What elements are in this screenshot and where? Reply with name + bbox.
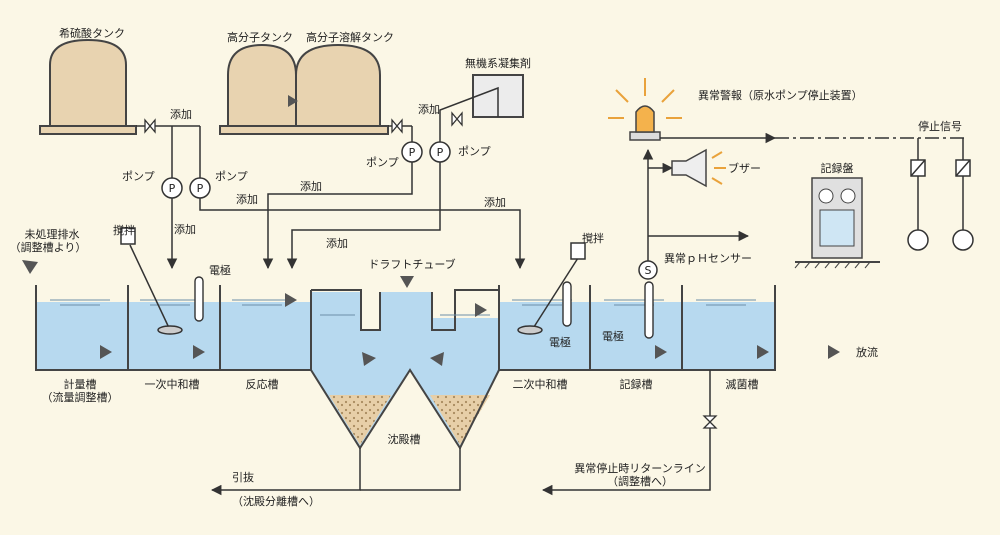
metering-tank-label-1: 計量槽 [63, 378, 97, 391]
ph-sensor-label: 異常ｐＨセンサー [664, 252, 752, 265]
pump-symbol-4: P [436, 146, 444, 159]
ph-sensor-icon [638, 260, 658, 280]
electrode-label-2: 電極 [549, 336, 571, 349]
add-label-5: 添加 [484, 196, 506, 209]
buzzer-label: ブザー [728, 162, 761, 175]
add-label-3: 添加 [300, 180, 322, 193]
pump-label-2: ポンプ [215, 170, 248, 183]
stop-signal-label: 停止信号 [918, 120, 962, 133]
recorder-label: 記録盤 [820, 162, 854, 175]
untreated-water-label-1: 未処理排水 [24, 228, 80, 241]
stirrer-label-2: 撹拌 [582, 232, 604, 245]
return-valve [702, 415, 718, 429]
pump-symbol-3: P [408, 146, 416, 159]
buzzer-icon [671, 148, 726, 188]
sensor-symbol: S [644, 264, 652, 277]
alarm-lamp-icon [608, 78, 682, 141]
control-lines [642, 132, 965, 262]
withdraw-label: 引抜 [232, 471, 254, 484]
electrode-label-1: 電極 [209, 264, 231, 277]
add-label-6: 添加 [174, 223, 196, 236]
return-line-label-2: （調整槽へ） [607, 475, 673, 488]
electrode-label-3: 電極 [602, 330, 624, 343]
untreated-water-label-2: （調整槽より） [9, 241, 87, 254]
metering-tank-label-2: （流量調整槽） [41, 391, 119, 404]
draft-tube-label: ドラフトチューブ [368, 258, 456, 271]
add-label-2: 添加 [418, 103, 440, 116]
sedimentation-tank-label: 沈殿槽 [387, 433, 421, 446]
pump-label-3: ポンプ [366, 156, 399, 169]
reaction-tank-label: 反応槽 [245, 378, 279, 391]
valves [144, 111, 463, 134]
inorganic-coagulant-label: 無機系凝集剤 [465, 57, 531, 70]
sulfuric-acid-tank [39, 38, 137, 135]
sterilization-tank-label: 滅菌槽 [725, 378, 759, 391]
polymer-dissolve-tank-label: 高分子溶解タンク [306, 31, 394, 44]
polymer-tanks [219, 43, 389, 135]
pump-icons [161, 141, 451, 199]
alarm-label: 異常警報（原水ポンプ停止装置） [698, 89, 863, 102]
return-line-label-1: 異常停止時リターンライン [574, 462, 706, 475]
sulfuric-acid-tank-label: 希硫酸タンク [59, 27, 125, 40]
add-label-7: 添加 [326, 237, 348, 250]
pump-label-4: ポンプ [458, 145, 491, 158]
pump-symbol-1: P [168, 182, 176, 195]
add-label-1: 添加 [170, 108, 192, 121]
stop-signal-relays [907, 159, 974, 251]
secondary-neutralization-label: 二次中和槽 [512, 378, 568, 391]
recording-tank-label: 記録槽 [619, 378, 653, 391]
recorder-panel-icon [794, 177, 880, 269]
pump-symbol-2: P [196, 182, 204, 195]
discharge-label: 放流 [856, 346, 878, 359]
treatment-tanks [22, 227, 840, 451]
withdraw-sub-label: （沈殿分離槽へ） [232, 495, 320, 508]
stirrer-label-1: 撹拌 [113, 224, 135, 237]
add-label-4: 添加 [236, 193, 258, 206]
bottom-lines [210, 370, 711, 496]
dosing-pipes [136, 86, 526, 270]
primary-neutralization-label: 一次中和槽 [144, 378, 200, 391]
pump-label-1: ポンプ [122, 170, 155, 183]
polymer-tank-label: 高分子タンク [227, 31, 293, 44]
